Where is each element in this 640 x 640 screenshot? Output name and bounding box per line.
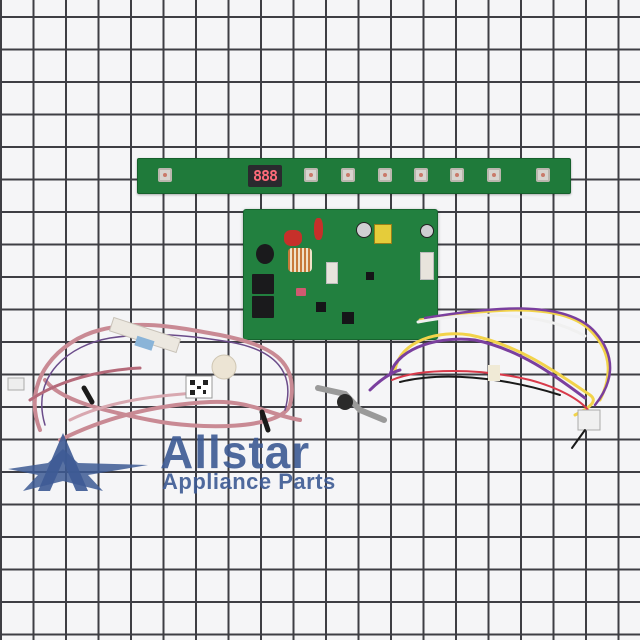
board-button [378, 168, 392, 182]
board-button [414, 168, 428, 182]
watermark-brand: Allstar [160, 426, 311, 478]
thermostat [315, 385, 387, 423]
board-button [304, 168, 318, 182]
star-logo-icon [8, 433, 148, 491]
board-button [158, 168, 172, 182]
led-display: 888 [248, 165, 282, 187]
board-button [487, 168, 501, 182]
board-button [536, 168, 550, 182]
main-control-board [243, 209, 438, 340]
electrolytic-capacitor [420, 224, 434, 238]
transformer [374, 224, 392, 244]
relay [252, 296, 274, 318]
ic-chip [316, 302, 326, 312]
capacitor [284, 230, 302, 246]
capacitor [314, 218, 323, 240]
board-button [341, 168, 355, 182]
board-button [450, 168, 464, 182]
relay [252, 274, 274, 294]
varistor [256, 244, 274, 264]
left-wire-harness [7, 316, 302, 442]
user-interface-board: 888 [137, 158, 571, 194]
choke-coil [288, 248, 312, 272]
right-wire-harness [368, 307, 612, 449]
connector [420, 252, 434, 280]
watermark: Allstar Appliance Parts [0, 425, 420, 495]
electrolytic-capacitor [356, 222, 372, 238]
ic-chip [366, 272, 374, 280]
microcontroller [342, 312, 354, 324]
connector [326, 262, 338, 284]
dip-switch [296, 288, 306, 296]
watermark-tagline: Appliance Parts [162, 469, 336, 494]
